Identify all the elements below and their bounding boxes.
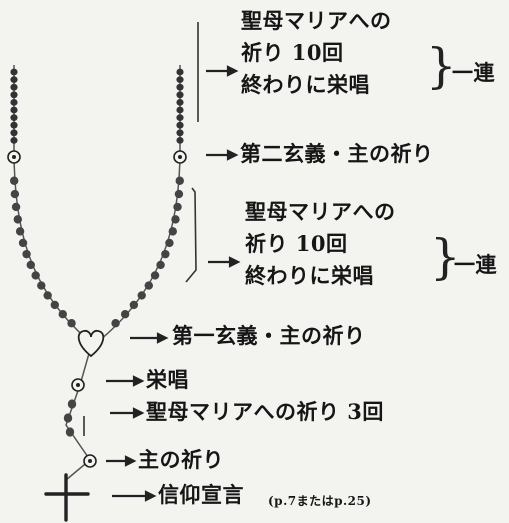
bead — [67, 319, 76, 328]
hail-mary-three-label: 聖母マリアへの祈り 3回 — [146, 399, 384, 424]
bead — [10, 76, 18, 83]
arrows — [106, 65, 241, 502]
bead — [137, 291, 146, 300]
heart-centerpiece — [77, 329, 105, 358]
bead — [176, 76, 184, 83]
bead — [10, 114, 18, 121]
bead — [22, 249, 31, 259]
bead-group-right-lower — [111, 176, 184, 328]
bead — [176, 91, 184, 99]
second-mystery-label: 第二玄義・主の祈り — [240, 141, 434, 166]
rosary-chain — [13, 65, 181, 481]
bead — [165, 238, 174, 248]
bead — [10, 91, 18, 99]
bead — [176, 106, 184, 114]
bead — [144, 281, 153, 290]
bead — [111, 319, 120, 328]
bead — [18, 238, 28, 248]
bead — [176, 129, 184, 137]
bead — [37, 281, 46, 290]
bead — [150, 271, 160, 280]
bead — [67, 399, 77, 409]
bead — [175, 176, 184, 185]
bead — [26, 260, 35, 270]
bead — [43, 291, 52, 300]
bead-group-pendant — [63, 399, 77, 437]
group2-decade-label: 一連 — [454, 252, 497, 277]
bead — [9, 176, 19, 185]
group1-brace: } — [426, 38, 457, 94]
bead-group-left-lower — [9, 176, 76, 328]
bead — [168, 227, 177, 236]
group2-brace: } — [430, 229, 461, 285]
first-mystery-label: 第一玄義・主の祈り — [172, 323, 366, 348]
our-father-bead-pendant — [83, 454, 97, 468]
bead — [176, 114, 184, 121]
group2-line3: 終わりに栄唱 — [245, 263, 374, 288]
bead — [10, 129, 18, 137]
glory-be-bead — [71, 378, 85, 392]
glory-be-label: 栄唱 — [146, 367, 189, 392]
bead — [173, 202, 182, 212]
bead-group-left-upper — [10, 68, 18, 144]
bead — [10, 68, 18, 76]
group1-line1: 聖母マリアへの — [241, 8, 392, 33]
bead — [13, 215, 23, 224]
our-father-label: 主の祈り — [138, 447, 224, 472]
bead — [10, 121, 18, 129]
group2-line2: 祈り 10回 — [245, 231, 348, 256]
group2-line1: 聖母マリアへの — [245, 199, 396, 224]
bead — [11, 202, 21, 212]
bead — [10, 99, 18, 106]
bead — [58, 310, 67, 319]
bead — [10, 137, 18, 144]
bead — [63, 413, 73, 423]
bead — [176, 121, 184, 129]
our-father-bead-left — [7, 150, 21, 164]
creed-reference: (p.7またはp.25) — [268, 494, 372, 508]
bead — [10, 189, 20, 199]
bead — [156, 260, 165, 270]
creed-label: 信仰宣言 — [158, 482, 244, 507]
bead — [10, 106, 18, 114]
bead — [176, 68, 184, 76]
our-father-bead-right — [173, 150, 187, 164]
bead — [65, 427, 75, 437]
group1-line2: 祈り 10回 — [241, 40, 344, 65]
bead — [171, 215, 180, 224]
bead — [174, 189, 184, 199]
bead — [161, 249, 170, 259]
bead — [176, 137, 184, 144]
bead — [176, 83, 184, 91]
cross-icon — [44, 473, 90, 522]
bracket-lines — [83, 22, 199, 436]
bead — [129, 300, 139, 310]
bead — [31, 271, 40, 280]
bead-group-right-upper — [176, 68, 184, 144]
bead — [15, 227, 25, 236]
bead — [50, 300, 60, 310]
bead — [10, 83, 18, 91]
bead — [176, 99, 184, 106]
group1-decade-label: 一連 — [452, 60, 495, 85]
group1-line3: 終わりに栄唱 — [241, 72, 370, 97]
bead — [120, 310, 130, 319]
